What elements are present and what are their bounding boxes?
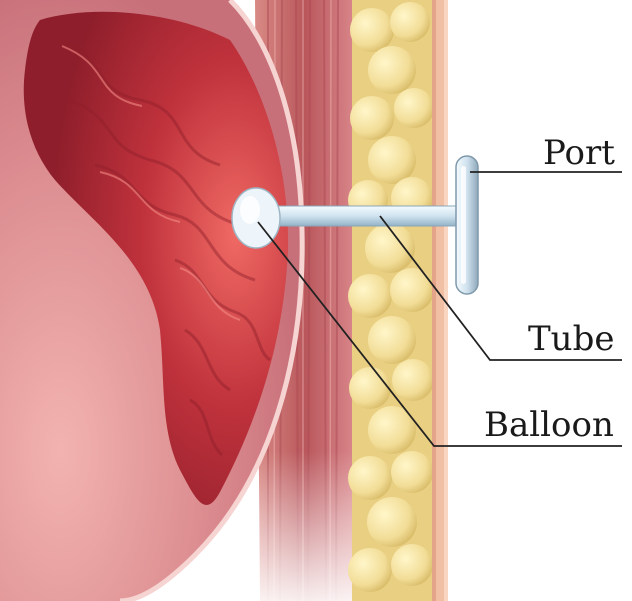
balloon-icon xyxy=(232,188,280,248)
tube-icon xyxy=(262,206,462,226)
port-icon xyxy=(456,156,478,294)
fat-layer xyxy=(348,0,434,601)
tube-label: Tube xyxy=(528,322,614,356)
port-label: Port xyxy=(543,136,615,170)
balloon-label: Balloon xyxy=(484,408,614,442)
